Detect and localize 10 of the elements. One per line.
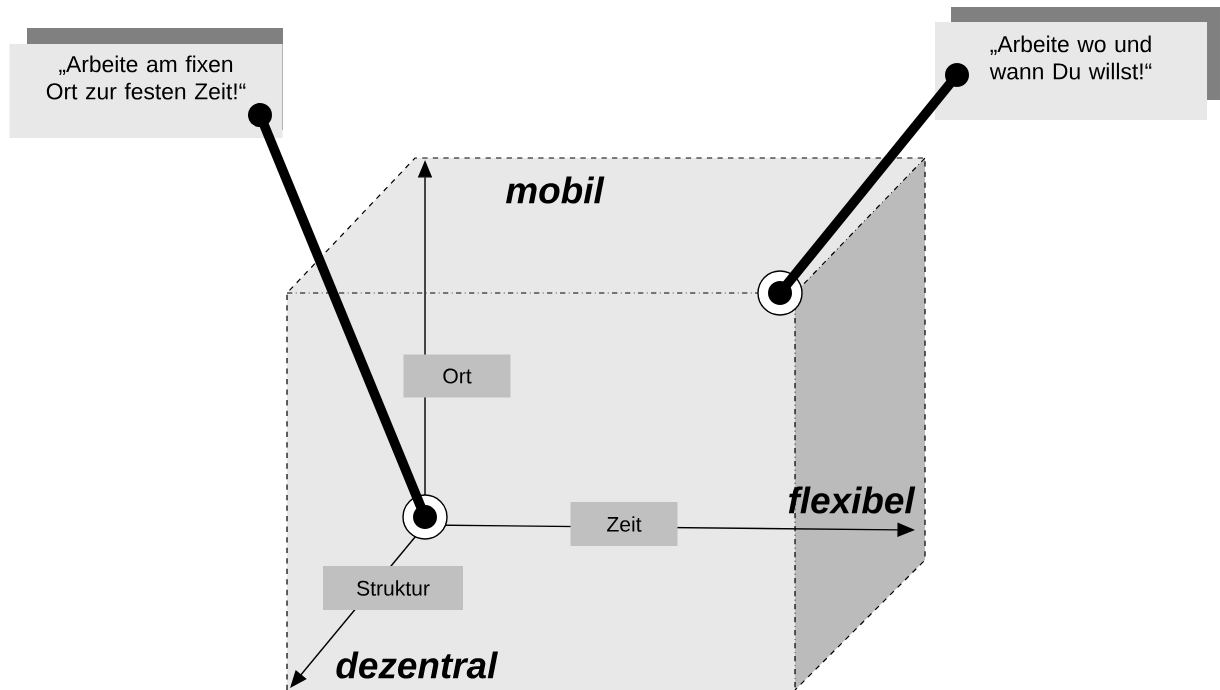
quote-box: „Arbeite wo und wann Du willst!“	[935, 22, 1207, 120]
axis-label-box: Ort	[403, 354, 511, 398]
axis-label: flexibel	[788, 486, 916, 514]
axis-label: dezentral	[336, 651, 498, 679]
axis-label-box: Struktur	[323, 566, 463, 610]
leader-line	[248, 103, 437, 529]
leader-line	[768, 63, 969, 305]
quote-box: „Arbeite am fixen Ort zur festen Zeit!“	[9, 44, 283, 138]
axis-label: mobil	[506, 176, 605, 204]
axis-label-box: Zeit	[570, 502, 678, 546]
